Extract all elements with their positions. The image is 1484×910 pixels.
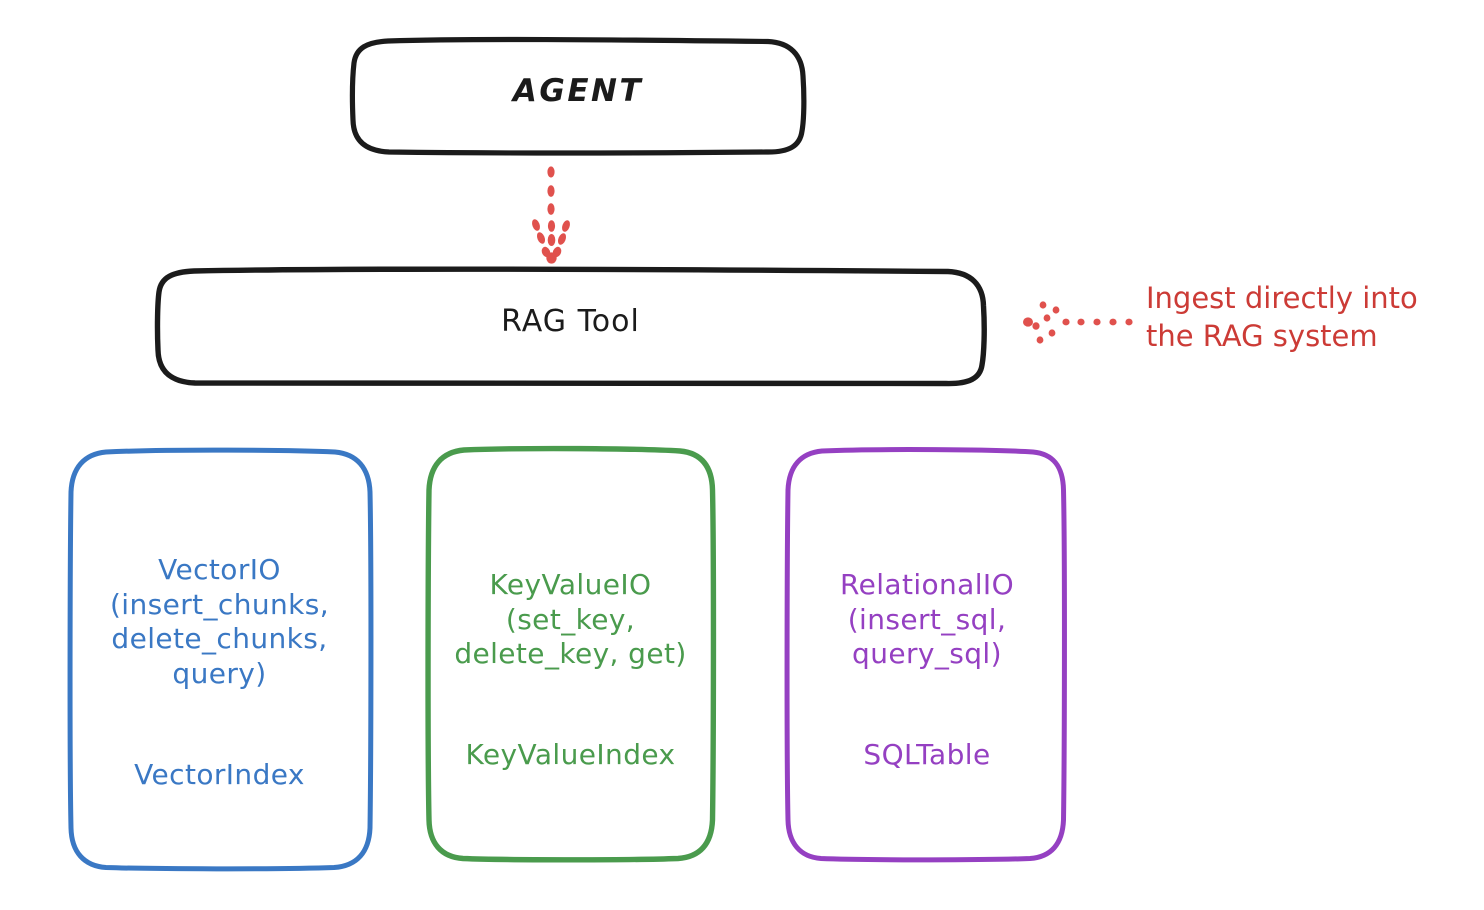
vector-io-box-outline bbox=[67, 447, 374, 872]
agent-node[interactable] bbox=[349, 36, 807, 156]
rag-tool-node[interactable] bbox=[154, 266, 987, 388]
rag-tool-box-outline bbox=[154, 266, 987, 388]
key-value-io-node[interactable] bbox=[425, 445, 717, 863]
relational-io-box-outline bbox=[784, 447, 1067, 863]
connector-agent-to-rag-tool bbox=[532, 166, 570, 264]
relational-io-node[interactable] bbox=[784, 447, 1067, 863]
vector-io-node[interactable] bbox=[67, 447, 374, 872]
agent-box-outline bbox=[349, 36, 807, 156]
connector-note-to-rag-tool bbox=[1023, 301, 1133, 344]
key-value-io-box-outline bbox=[425, 445, 717, 863]
